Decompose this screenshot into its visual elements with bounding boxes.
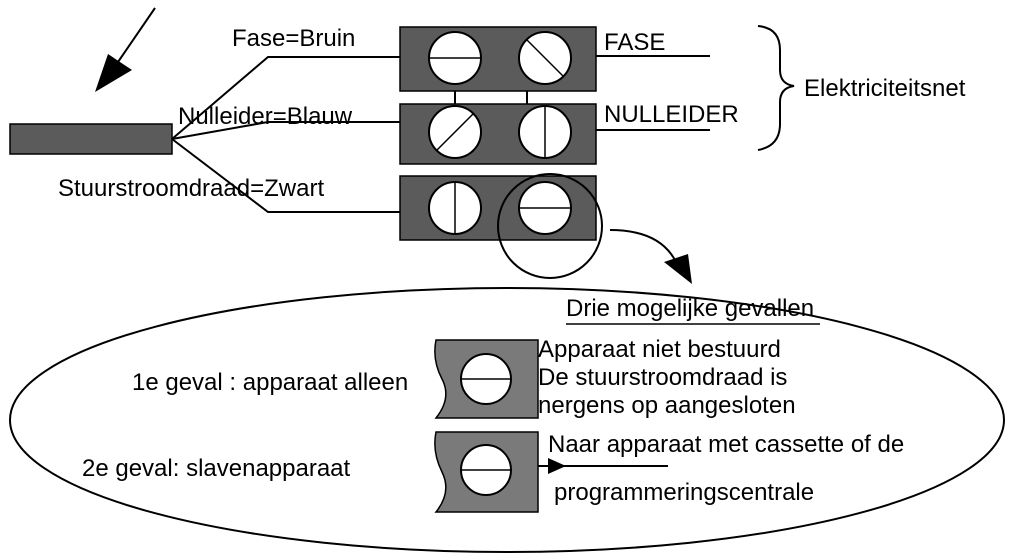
pointer-arrow-icon bbox=[95, 7, 156, 92]
cable-stub bbox=[9, 123, 173, 155]
screw-terminal-icon bbox=[518, 105, 572, 159]
case2-label: 2e geval: slavenapparaat bbox=[82, 455, 351, 482]
terminal-block-nulleider bbox=[399, 103, 597, 165]
cable-wires bbox=[171, 56, 400, 213]
cases-title: Drie mogelijke gevallen bbox=[566, 295, 814, 322]
zoom-arrow-icon bbox=[609, 229, 692, 284]
label-fase: FASE bbox=[604, 29, 665, 56]
output-wires bbox=[596, 55, 710, 131]
case1-label: 1e geval : apparaat alleen bbox=[132, 369, 408, 396]
label-fase-bruin: Fase=Bruin bbox=[232, 25, 355, 52]
magnifier-circle bbox=[497, 173, 603, 279]
screw-terminal-icon bbox=[428, 105, 482, 159]
cases-ellipse bbox=[9, 287, 1005, 553]
case1-line-3: nergens op aangesloten bbox=[538, 392, 796, 419]
case1-terminal-block bbox=[434, 339, 539, 419]
screw-terminal-icon bbox=[460, 353, 512, 405]
label-nulleider: NULLEIDER bbox=[604, 101, 739, 128]
case2-terminal-block bbox=[434, 431, 539, 513]
curly-brace-icon bbox=[757, 25, 795, 151]
screw-terminal-icon bbox=[460, 444, 512, 496]
case2-line-2: programmeringscentrale bbox=[554, 479, 814, 506]
case2-line-1: Naar apparaat met cassette of de bbox=[548, 431, 904, 458]
screw-terminal-icon bbox=[518, 31, 572, 85]
case2-output-arrow-icon bbox=[538, 458, 668, 474]
terminal-block-fase bbox=[399, 26, 597, 92]
screw-terminal-icon bbox=[518, 181, 572, 235]
label-elektriciteitsnet: Elektriciteitsnet bbox=[804, 75, 966, 102]
screw-terminal-icon bbox=[428, 31, 482, 85]
label-nulleider-blauw: Nulleider=Blauw bbox=[178, 103, 353, 130]
terminal-block-stuurstroom bbox=[399, 175, 597, 241]
case1-line-1: Apparaat niet bestuurd bbox=[538, 336, 781, 363]
screw-terminal-icon bbox=[428, 181, 482, 235]
label-stuurstroomdraad-zwart: Stuurstroomdraad=Zwart bbox=[58, 175, 324, 202]
block-bridges bbox=[454, 91, 528, 104]
case1-line-2: De stuurstroomdraad is bbox=[538, 364, 787, 391]
